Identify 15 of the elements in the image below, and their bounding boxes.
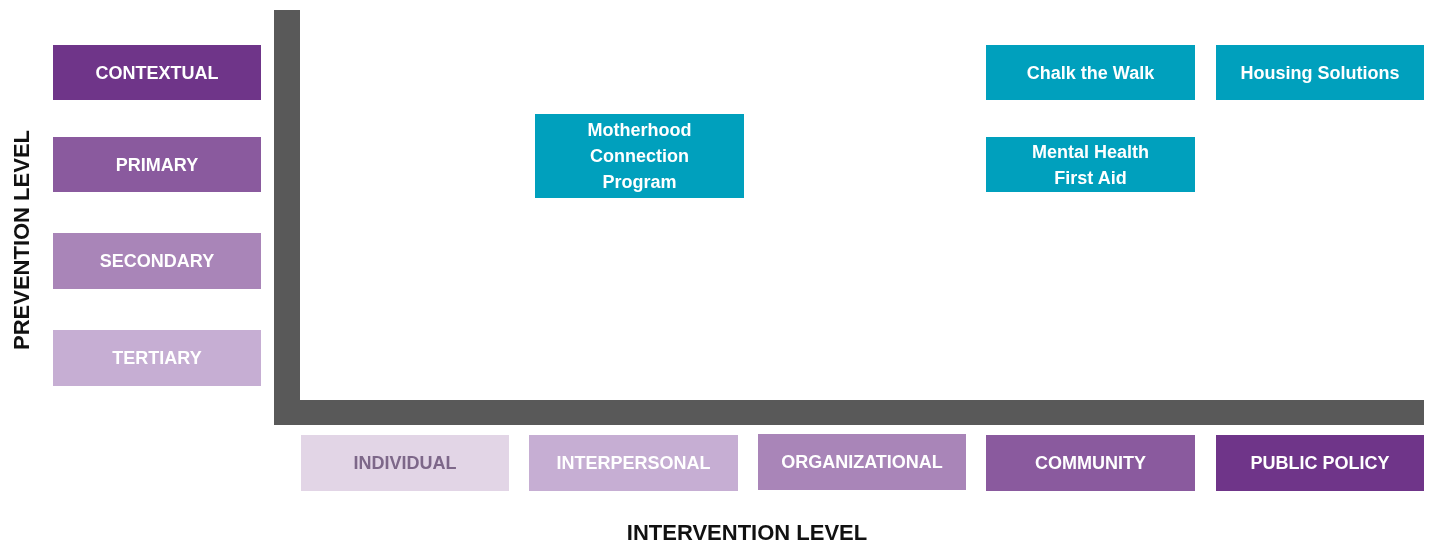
prevention-level-box: SECONDARY [53,233,261,289]
program-box: Chalk the Walk [986,45,1195,100]
intervention-level-box: INDIVIDUAL [301,435,509,491]
intervention-level-box: ORGANIZATIONAL [758,434,966,490]
program-box: Housing Solutions [1216,45,1424,100]
intervention-level-box: INTERPERSONAL [529,435,738,491]
program-box: Motherhood Connection Program [535,114,744,198]
intervention-level-box: PUBLIC POLICY [1216,435,1424,491]
program-box: Mental Health First Aid [986,137,1195,192]
axis-title: PREVENTION LEVEL [9,130,35,350]
intervention-level-box: COMMUNITY [986,435,1195,491]
prevention-level-box: PRIMARY [53,137,261,192]
axis-title: INTERVENTION LEVEL [626,520,868,546]
prevention-level-box: TERTIARY [53,330,261,386]
prevention-level-box: CONTEXTUAL [53,45,261,100]
